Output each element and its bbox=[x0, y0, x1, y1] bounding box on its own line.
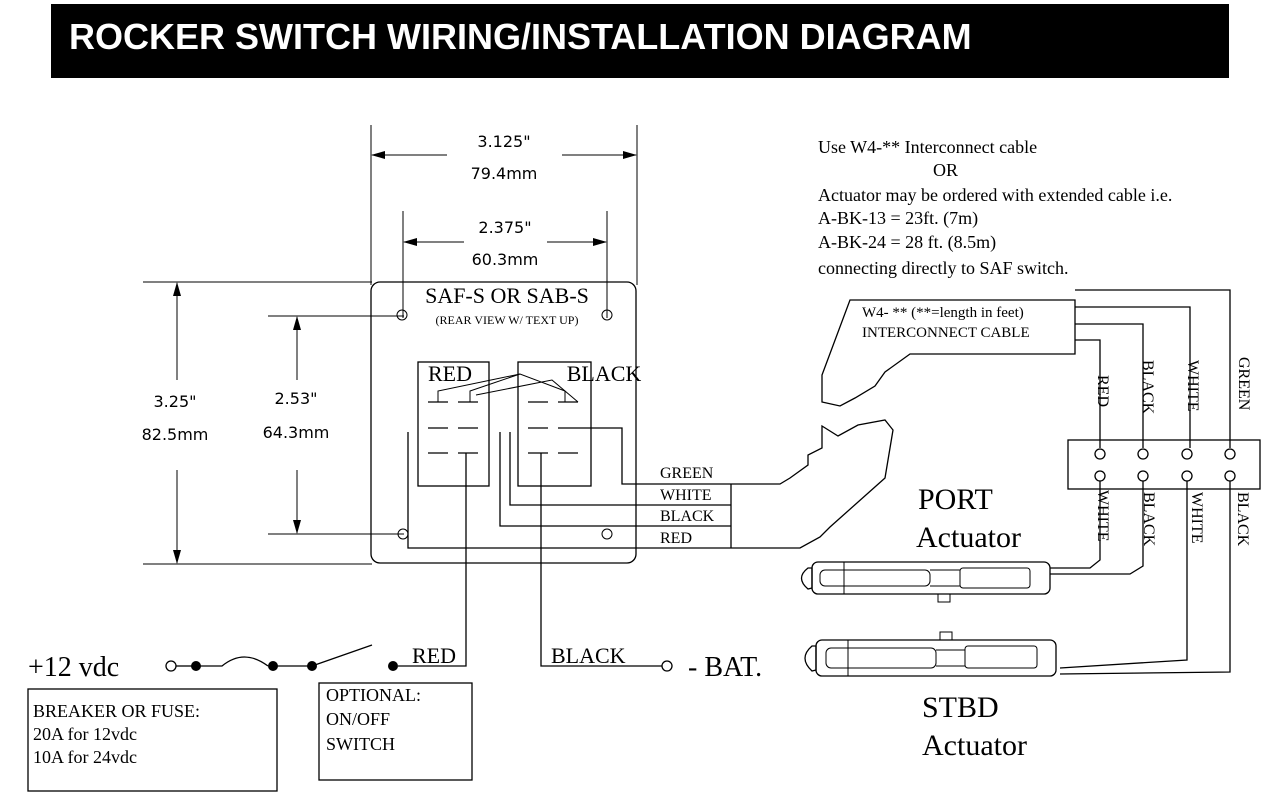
switch-panel bbox=[370, 281, 637, 564]
dim-inner-height-mm: 64.3mm bbox=[263, 423, 330, 442]
dim-overall-height-mm: 82.5mm bbox=[142, 425, 209, 444]
terminal-bottom-label-black-2: BLACK bbox=[1234, 492, 1251, 547]
note-line4: A-BK-13 = 23ft. (7m) bbox=[818, 208, 978, 229]
dimension-lines bbox=[143, 125, 638, 565]
terminal-bottom-label-white-1: WHITE bbox=[1094, 490, 1111, 542]
supply-label: +12 vdc bbox=[28, 652, 119, 683]
power-circuit bbox=[165, 453, 673, 672]
note-line2: OR bbox=[933, 160, 958, 180]
breaker-box bbox=[27, 688, 278, 792]
note-line3: Actuator may be ordered with extended ca… bbox=[818, 185, 1172, 205]
page-title: ROCKER SWITCH WIRING/INSTALLATION DIAGRA… bbox=[69, 16, 972, 57]
terminal-bottom-label-black-1: BLACK bbox=[1140, 492, 1157, 547]
stbd-label-line2: Actuator bbox=[922, 729, 1027, 762]
port-label-line1: PORT bbox=[918, 483, 993, 516]
dim-inner-height-in: 2.53" bbox=[275, 389, 318, 408]
interconnect-cable bbox=[821, 289, 1231, 448]
optional-line2: ON/OFF bbox=[326, 709, 390, 729]
terminal-top-label-green: GREEN bbox=[1235, 357, 1252, 411]
optional-line3: SWITCH bbox=[326, 734, 395, 754]
note-line6: connecting directly to SAF switch. bbox=[818, 258, 1068, 278]
left-rocker-label: RED bbox=[428, 361, 472, 386]
optional-switch-box bbox=[318, 682, 473, 781]
stbd-actuator bbox=[804, 631, 1057, 677]
harness-wire-green: GREEN bbox=[660, 465, 714, 482]
terminal-top-label-black: BLACK bbox=[1139, 360, 1156, 415]
terminal-top-label-red: RED bbox=[1094, 375, 1111, 407]
breaker-line1: BREAKER OR FUSE: bbox=[33, 701, 200, 721]
dim-overall-height-in: 3.25" bbox=[154, 392, 197, 411]
left-rocker bbox=[417, 361, 490, 487]
battery-label: - BAT. bbox=[688, 652, 762, 683]
breaker-line2: 20A for 12vdc bbox=[33, 724, 137, 744]
terminal-top-label-white: WHITE bbox=[1184, 360, 1201, 412]
terminal-bottom-label-white-2: WHITE bbox=[1188, 492, 1205, 544]
harness-wire-white: WHITE bbox=[660, 487, 712, 504]
harness-wire-red: RED bbox=[660, 530, 692, 547]
switch-title: SAF-S OR SAB-S bbox=[425, 283, 589, 308]
dim-inner-width-in: 2.375" bbox=[478, 218, 531, 237]
breaker-line3: 10A for 24vdc bbox=[33, 747, 137, 767]
switch-harness bbox=[407, 419, 894, 549]
right-rocker bbox=[517, 361, 592, 487]
note-line5: A-BK-24 = 28 ft. (8.5m) bbox=[818, 232, 996, 253]
dim-overall-width-in: 3.125" bbox=[477, 132, 530, 151]
stbd-label-line1: STBD bbox=[922, 691, 999, 724]
black-wire-label: BLACK bbox=[551, 643, 626, 668]
dim-inner-width-mm: 60.3mm bbox=[472, 250, 539, 269]
dim-overall-width-mm: 79.4mm bbox=[471, 164, 538, 183]
optional-line1: OPTIONAL: bbox=[326, 685, 421, 705]
red-wire-label: RED bbox=[412, 643, 456, 668]
title-banner: ROCKER SWITCH WIRING/INSTALLATION DIAGRA… bbox=[51, 4, 1229, 78]
cable-label-line2: INTERCONNECT CABLE bbox=[862, 325, 1030, 341]
note-line1: Use W4-** Interconnect cable bbox=[818, 137, 1037, 157]
port-actuator bbox=[800, 561, 1051, 603]
switch-subtitle: (REAR VIEW W/ TEXT UP) bbox=[436, 313, 579, 327]
port-label-line2: Actuator bbox=[916, 521, 1021, 554]
cable-label-line1: W4- ** (**=length in feet) bbox=[862, 305, 1024, 321]
harness-wire-black: BLACK bbox=[660, 508, 715, 525]
right-rocker-label: BLACK bbox=[567, 361, 642, 386]
terminal-block bbox=[1050, 439, 1261, 675]
